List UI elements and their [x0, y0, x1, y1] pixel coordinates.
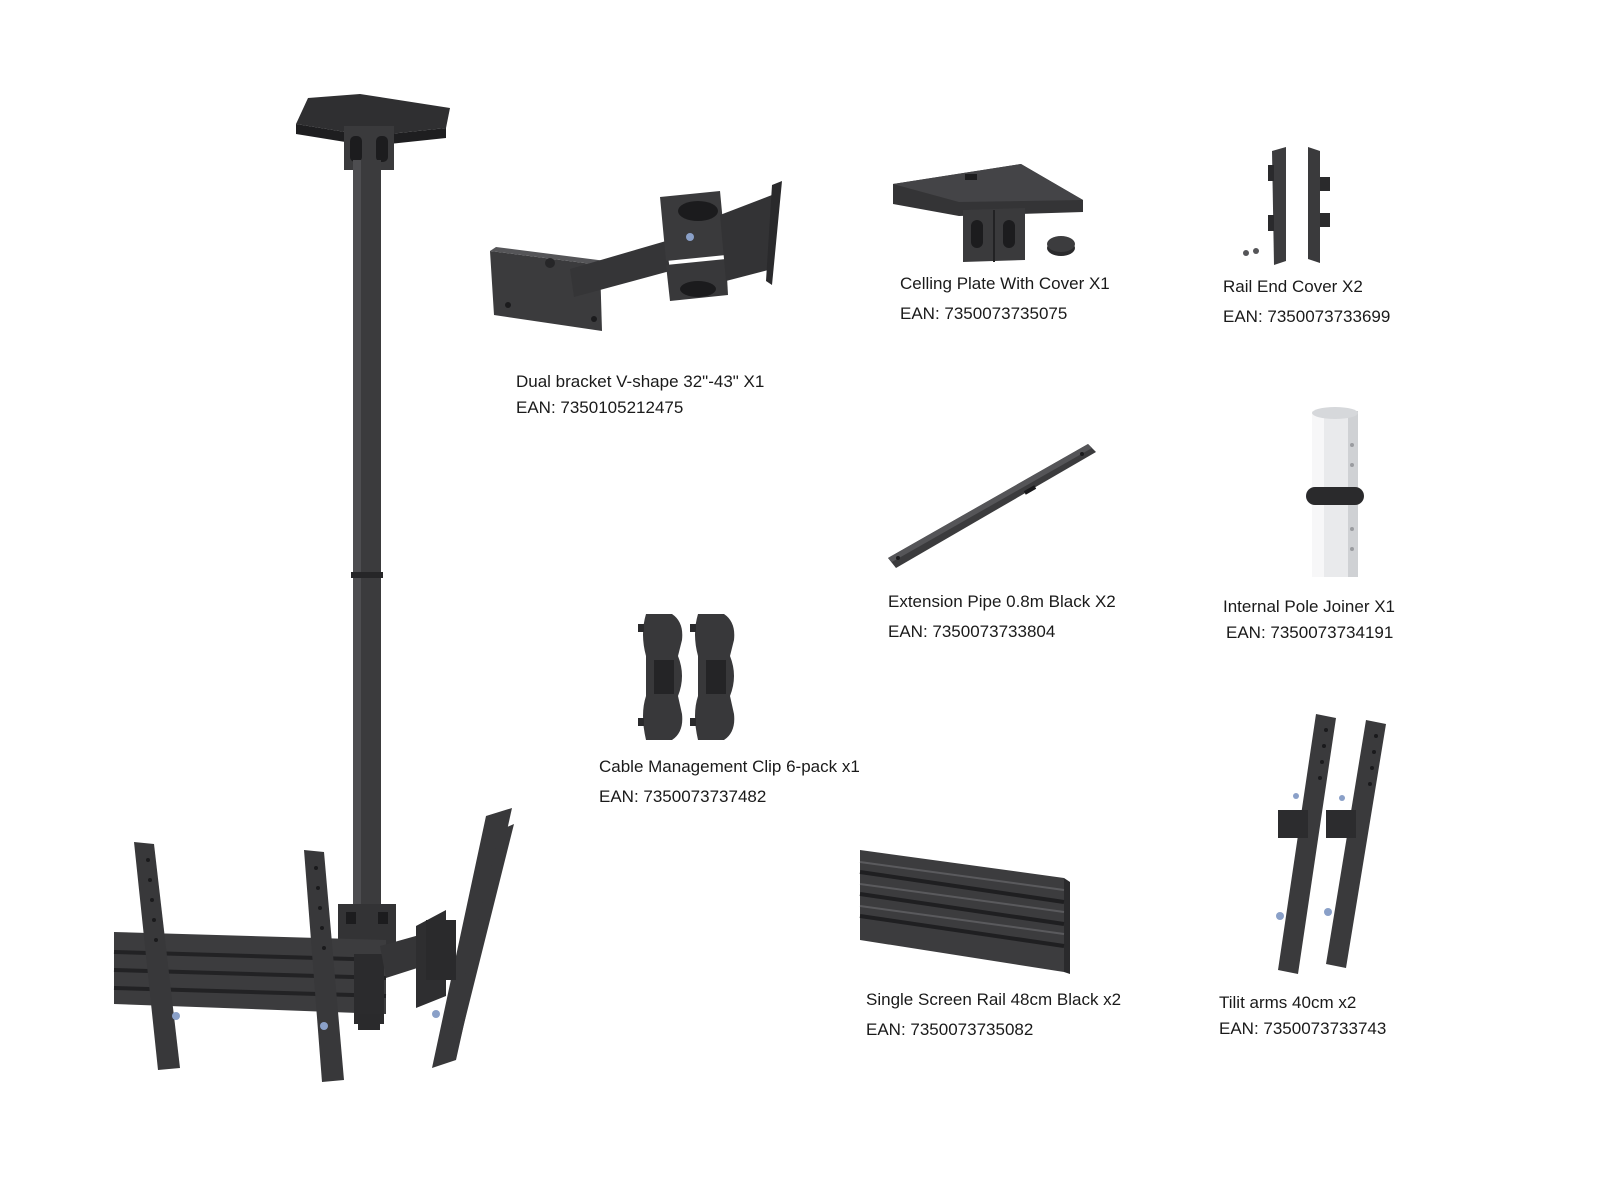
screen-rail-name: Single Screen Rail 48cm Black x2 — [866, 990, 1122, 1009]
extension-pipe-label: Extension Pipe 0.8m Black X2 EAN: 735007… — [888, 590, 1116, 644]
screen-rail-label: Single Screen Rail 48cm Black x2 EAN: 73… — [866, 988, 1121, 1042]
cable-clip-name: Cable Management Clip 6-pack x1 — [599, 757, 860, 776]
extension-pipe-name: Extension Pipe 0.8m Black X2 — [888, 592, 1116, 611]
dual-bracket-ean: EAN: 7350105212475 — [516, 398, 684, 417]
dual-bracket-image — [490, 181, 782, 331]
tilt-arms-image — [1276, 714, 1386, 974]
rail-end-cover-label: Rail End Cover X2 EAN: 7350073733699 — [1223, 275, 1390, 329]
ceiling-plate-name: Celling Plate With Cover X1 — [900, 274, 1110, 293]
screen-rail-image — [859, 850, 1070, 974]
dual-bracket-label: Dual bracket V-shape 32"-43" X1 EAN: 735… — [516, 370, 764, 420]
rail-end-cover-ean: EAN: 7350073733699 — [1223, 307, 1391, 326]
dual-bracket-name: Dual bracket V-shape 32"-43" X1 — [516, 372, 765, 391]
ceiling-plate-ean: EAN: 7350073735075 — [900, 304, 1068, 323]
rail-end-cover-image — [1243, 147, 1330, 265]
screen-rail-ean: EAN: 7350073735082 — [866, 1020, 1034, 1039]
ceiling-plate-label: Celling Plate With Cover X1 EAN: 7350073… — [900, 272, 1110, 326]
cable-clip-ean: EAN: 7350073737482 — [599, 787, 767, 806]
cable-clip-image — [638, 614, 735, 740]
extension-pipe-ean: EAN: 7350073733804 — [888, 622, 1056, 641]
cable-clip-label: Cable Management Clip 6-pack x1 EAN: 735… — [599, 755, 860, 809]
rail-end-cover-name: Rail End Cover X2 — [1223, 277, 1363, 296]
ceiling-plate-image — [893, 164, 1083, 262]
tilt-arms-label: Tilit arms 40cm x2 EAN: 7350073733743 — [1219, 991, 1386, 1041]
pole-joiner-label: Internal Pole Joiner X1 EAN: 73500737341… — [1223, 595, 1395, 645]
tilt-arms-ean: EAN: 7350073733743 — [1219, 1019, 1387, 1038]
pole-joiner-ean: EAN: 7350073734191 — [1226, 623, 1394, 642]
extension-pipe-image — [888, 444, 1096, 568]
pole-joiner-image — [1306, 407, 1364, 577]
assembled-ceiling-mount-image — [113, 94, 514, 1082]
pole-joiner-name: Internal Pole Joiner X1 — [1223, 597, 1395, 616]
tilt-arms-name: Tilit arms 40cm x2 — [1219, 993, 1357, 1012]
